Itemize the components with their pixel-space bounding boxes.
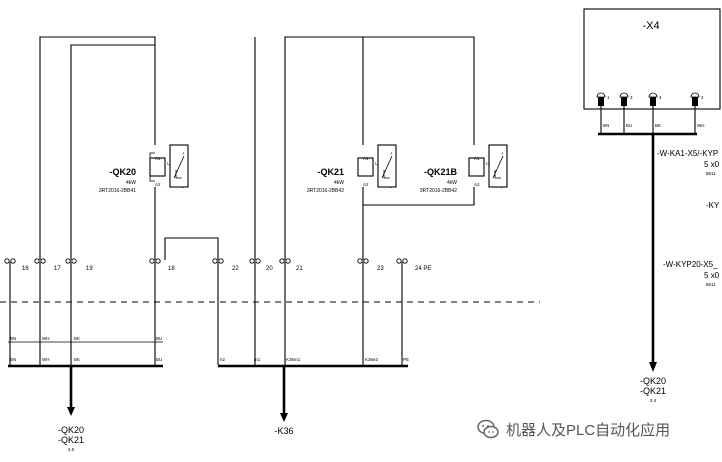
cross-ref-tag: -K36 (274, 426, 293, 436)
wire-label: WH (697, 123, 705, 128)
contactor-qk21: A1 A2 U + - -QK21 4kW 3RT2016-2BB42 (307, 144, 397, 194)
terminal-label: 23 (377, 266, 384, 272)
coil-minus-label: - (182, 185, 184, 190)
wire-label: BU (156, 357, 162, 362)
wire-label: m1 (254, 357, 261, 362)
terminal-label: 19 (86, 266, 93, 272)
coil-u-label: U (486, 161, 489, 166)
cable-name: -W-KA1-X5/-KYP (657, 149, 718, 158)
wire-label: BN (603, 123, 609, 128)
coil-minus-label: - (501, 185, 503, 190)
wire-label: BK (655, 123, 661, 128)
cross-ref-tag: -QK21 (58, 435, 84, 445)
cable-part: 8611 (706, 171, 716, 176)
wire-label: WH (42, 357, 50, 362)
cable-name: -KY (706, 201, 720, 210)
contactor-part-number: 3RT2016-2BB42 (307, 188, 344, 194)
contactor-power: 4kW (126, 180, 136, 186)
cross-ref-page: 3.4 (650, 398, 657, 403)
cable-middle: n2 m1 K36m1 K36e2 PE -K36 (218, 357, 409, 436)
connector-x4: -X4 1 3 4 2 BN BU BK WH -W-KA1-X5/-KYP 5… (583, 8, 721, 403)
contactor-part-number: 3RT2016-2BB42 (420, 188, 457, 194)
cable-spec: 5 x0 (704, 160, 720, 169)
terminal-label: 17 (54, 266, 61, 272)
connector-title: -X4 (642, 20, 659, 32)
coil-a2-label: A2 (155, 182, 161, 187)
coil-plus-label: + (182, 151, 185, 156)
terminal-label: 24 PE (415, 266, 431, 272)
terminal-strip (4, 258, 408, 264)
terminal-label: 21 (296, 266, 303, 272)
cross-ref-page: 4.5 (68, 447, 75, 452)
coil-minus-label: - (390, 185, 392, 190)
contactor-tag: -QK21 (317, 167, 344, 177)
coil-u-label: U (167, 161, 170, 166)
terminal-label: 20 (266, 266, 273, 272)
wire-label: WH (42, 336, 50, 341)
terminal-label: 18 (168, 266, 175, 272)
wiring-lines (9, 36, 475, 365)
cable-part: 8611 (706, 282, 716, 287)
watermark-text: 机器人及PLC自动化应用 (506, 421, 671, 439)
cross-ref-tag: -QK20 (58, 425, 84, 435)
pin-label: 2 (701, 95, 704, 100)
coil-a2-label: A2 (363, 182, 369, 187)
pin-label: 4 (659, 95, 662, 100)
wire-label: BU (156, 336, 162, 341)
wire-label: BU (626, 123, 632, 128)
pin-label: 3 (630, 95, 633, 100)
coil-a1-label: A1 (363, 156, 369, 161)
coil-plus-label: + (390, 151, 393, 156)
contactor-power: 4kW (334, 180, 344, 186)
wire-label: n2 (220, 357, 226, 362)
wire-label: K36m1 (286, 357, 301, 362)
cable-spec: 5 x0 (704, 271, 720, 280)
contactor-tag: -QK20 (109, 167, 136, 177)
terminal-label: 16 (22, 266, 29, 272)
watermark: 机器人及PLC自动化应用 (476, 416, 670, 442)
chat-bubble-icon (477, 419, 499, 439)
wire-label: BN (10, 336, 16, 341)
wire-label: BN (10, 357, 16, 362)
contactor-tag: -QK21B (424, 167, 458, 177)
cable-left: BN WH BK BU BN WH BK BU -QK20 -QK21 4.5 (8, 336, 163, 452)
contactor-part-number: 3RT2016-2BB41 (99, 188, 136, 194)
terminal-labels: 16 17 19 18 22 20 21 23 24 PE (22, 266, 431, 272)
coil-a2-label: A2 (474, 182, 480, 187)
wire-label: PE (403, 357, 409, 362)
terminal-label: 22 (232, 266, 239, 272)
wire-label: BK (74, 357, 80, 362)
pin-label: 1 (607, 95, 610, 100)
cross-ref-tag: -QK20 (640, 376, 666, 386)
cross-ref-tag: -QK21 (640, 386, 666, 396)
contactor-power: 4kW (447, 180, 457, 186)
wire-label: BK (74, 336, 80, 341)
contactor-qk21b: A1 A2 U + - -QK21B 4kW 3RT2016-2BB42 (420, 144, 508, 194)
contactor-qk20: A1 A2 U + - -QK20 4kW 3RT2016-2BB41 (99, 144, 189, 194)
coil-a1-label: A1 (155, 156, 161, 161)
wire-label: K36e2 (365, 357, 379, 362)
coil-u-label: U (375, 161, 378, 166)
coil-a1-label: A1 (474, 156, 480, 161)
coil-plus-label: + (501, 151, 504, 156)
cable-name: -W-KYP20-X5_ (663, 260, 718, 269)
